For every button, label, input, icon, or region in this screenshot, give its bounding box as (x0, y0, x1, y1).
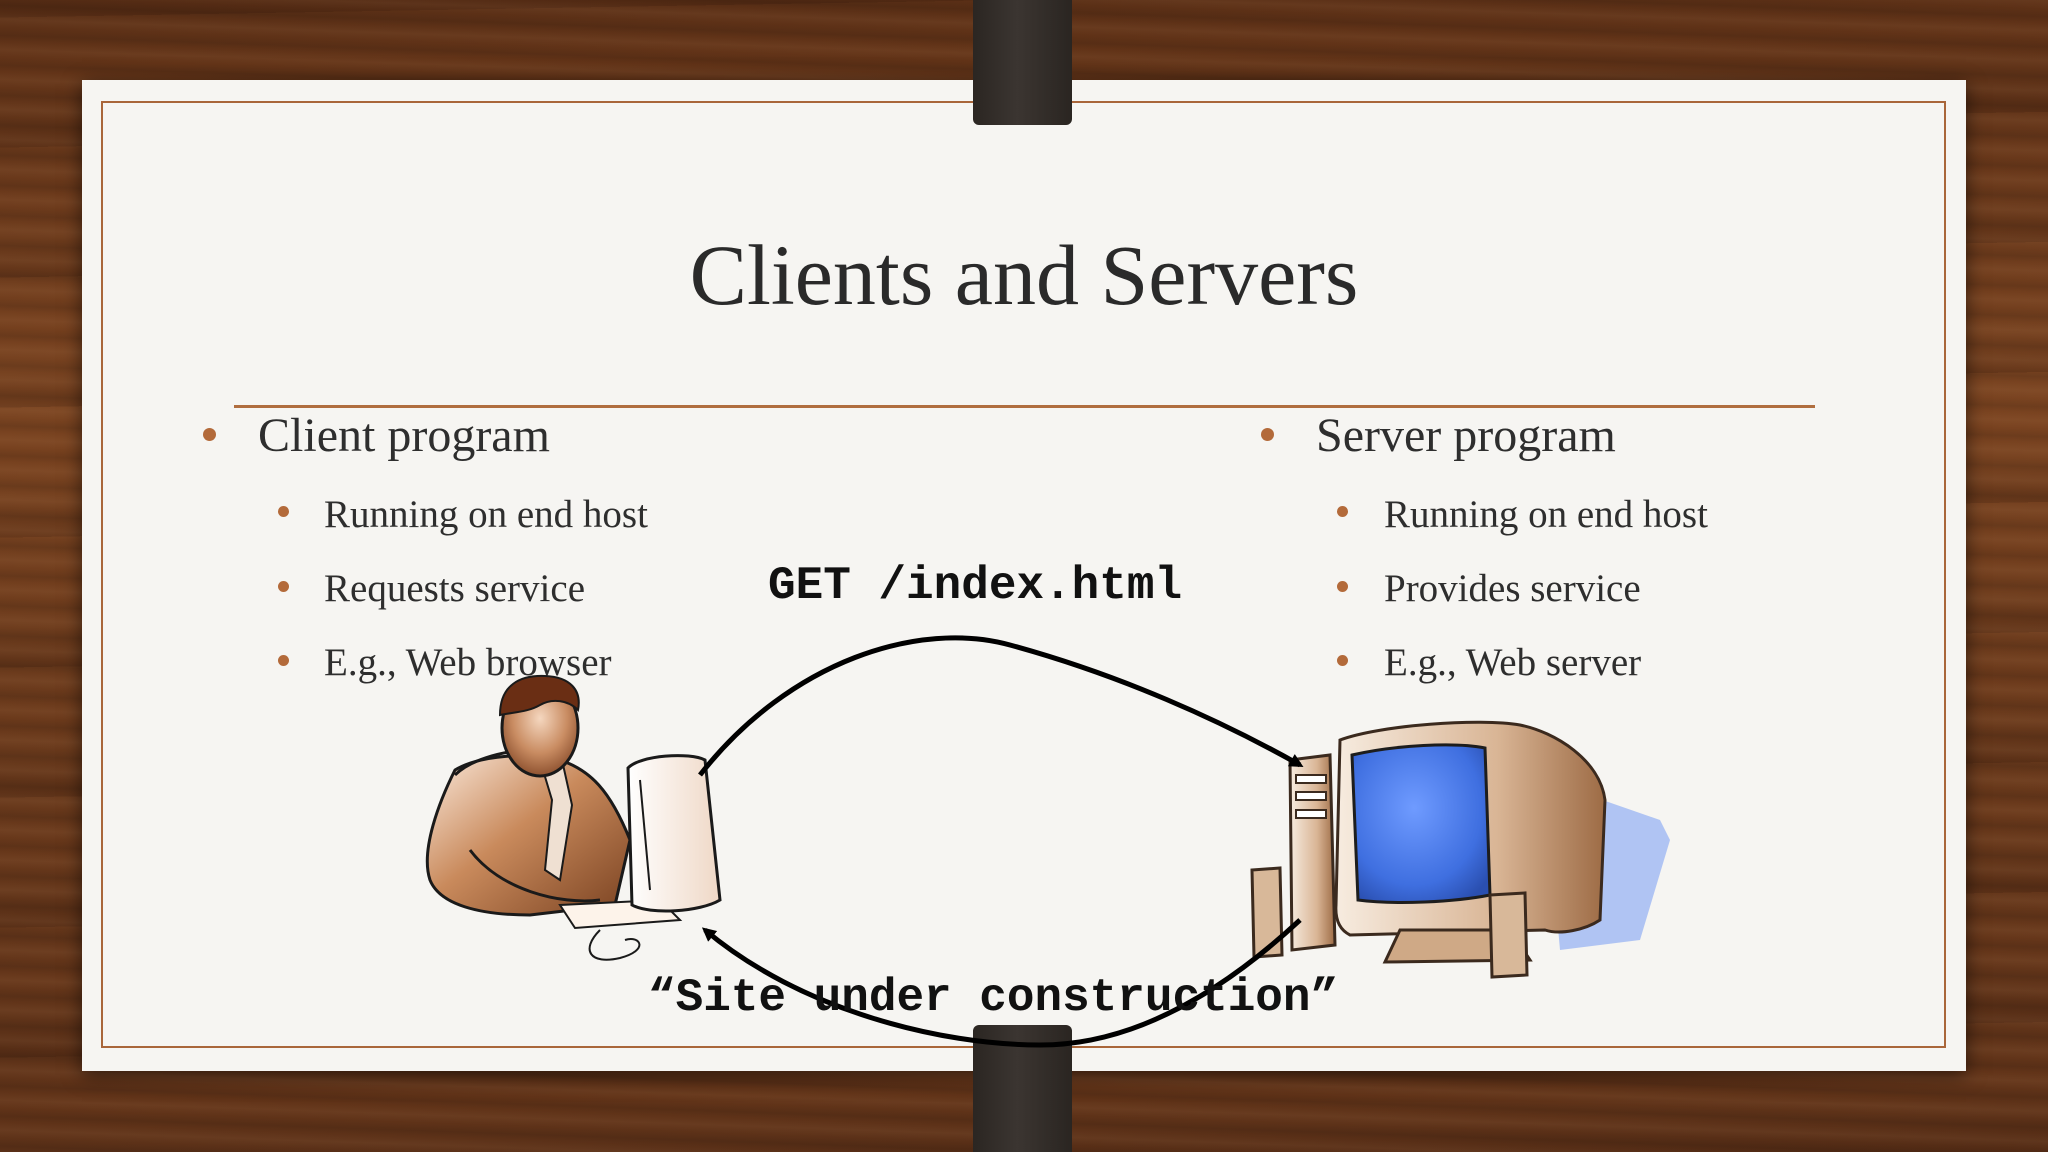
bullet-icon (1337, 655, 1348, 666)
response-label: “Site under construction” (648, 972, 1339, 1024)
slide-title: Clients and Servers (689, 227, 1359, 323)
request-label: GET /index.html (768, 560, 1183, 612)
server-item-1: Running on end host (1384, 493, 1708, 536)
server-heading: Server program (1316, 409, 1616, 462)
bullet-icon (278, 506, 289, 517)
binder-clip-top (973, 0, 1072, 125)
bullet-icon (278, 581, 289, 592)
client-heading: Client program (258, 409, 550, 462)
bullet-icon (203, 428, 216, 441)
client-item-3: E.g., Web browser (324, 641, 612, 684)
bullet-icon (1337, 506, 1348, 517)
server-item-3: E.g., Web server (1384, 641, 1642, 684)
server-item-2: Provides service (1384, 567, 1641, 610)
bullet-icon (1337, 581, 1348, 592)
client-item-1: Running on end host (324, 493, 648, 536)
bullet-icon (278, 655, 289, 666)
client-item-2: Requests service (324, 567, 586, 610)
bullet-icon (1261, 428, 1274, 441)
title-divider (234, 405, 1815, 408)
binder-clip-bottom (973, 1025, 1072, 1152)
